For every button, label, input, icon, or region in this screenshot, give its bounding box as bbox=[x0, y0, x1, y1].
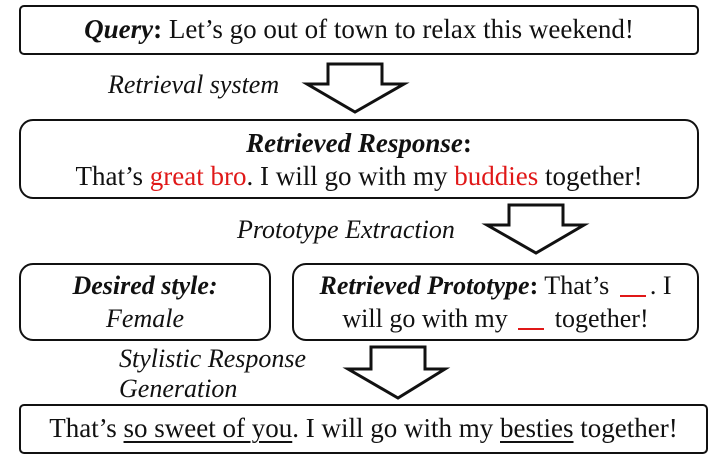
retrieved-response-label: Retrieved Response bbox=[246, 128, 463, 158]
query-label: Query bbox=[84, 14, 154, 44]
prototype-blank-2 bbox=[518, 327, 545, 330]
down-arrow-icon bbox=[342, 345, 451, 400]
retrieved-prototype-colon: : bbox=[529, 271, 539, 300]
prototype-extraction-label: Prototype Extraction bbox=[237, 215, 455, 244]
retrieved-text-3: together! bbox=[538, 161, 643, 191]
prototype-text-1: That’s bbox=[538, 271, 616, 300]
query-text: Let’s go out of town to relax this weeke… bbox=[162, 14, 634, 44]
retrieved-response-box: Retrieved Response: That’s great bro. I … bbox=[19, 119, 699, 199]
desired-style-label: Desired style: bbox=[72, 271, 218, 300]
down-arrow-icon bbox=[301, 62, 410, 114]
desired-style-value: Female bbox=[106, 304, 184, 333]
stylistic-generation-label: Stylistic Response Generation bbox=[119, 344, 306, 404]
output-text-3: together! bbox=[573, 413, 678, 443]
retrieved-text-2: . I will go with my bbox=[246, 161, 455, 191]
output-underlined-1: so sweet of you bbox=[123, 413, 293, 443]
retrieved-prototype-box: Retrieved Prototype: That’s . I will go … bbox=[292, 263, 699, 341]
retrieved-response-colon: : bbox=[462, 128, 472, 158]
query-box: Query: Let’s go out of town to relax thi… bbox=[19, 5, 699, 55]
retrieved-highlight-1: great bro bbox=[149, 161, 247, 191]
output-text-1: That’s bbox=[49, 413, 124, 443]
stylistic-generation-line-2: Generation bbox=[119, 374, 238, 403]
retrieved-highlight-2: buddies bbox=[454, 161, 539, 191]
prototype-text-4: together! bbox=[548, 304, 649, 333]
generated-response-box: That’s so sweet of you. I will go with m… bbox=[19, 404, 708, 454]
stylistic-generation-line-1: Stylistic Response bbox=[119, 344, 307, 373]
output-underlined-2: besties bbox=[500, 413, 574, 443]
query-colon: : bbox=[153, 14, 163, 44]
retrieved-text-1: That’s bbox=[75, 161, 150, 191]
prototype-text-2: . I bbox=[649, 271, 672, 300]
desired-style-box: Desired style: Female bbox=[19, 263, 271, 341]
retrieval-system-label: Retrieval system bbox=[108, 70, 280, 99]
prototype-text-3: will go with my bbox=[342, 304, 515, 333]
down-arrow-icon bbox=[481, 203, 590, 255]
output-text-2: . I will go with my bbox=[292, 413, 501, 443]
retrieved-prototype-label: Retrieved Prototype bbox=[319, 271, 530, 300]
prototype-blank-1 bbox=[619, 294, 646, 297]
